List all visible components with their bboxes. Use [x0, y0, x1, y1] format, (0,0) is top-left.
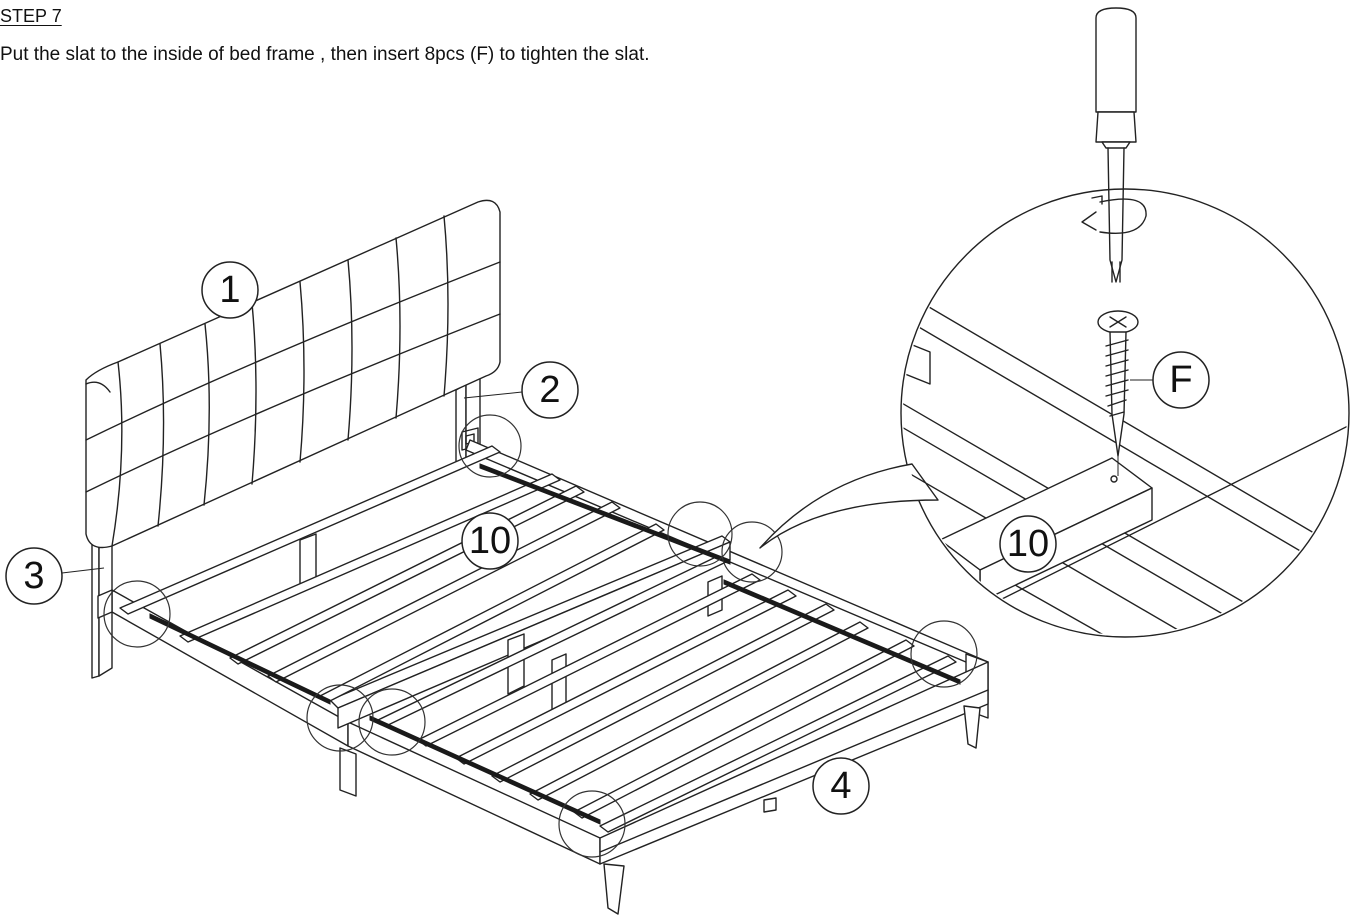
- callout-f: F: [1130, 351, 1210, 409]
- callout-4-text: 4: [830, 765, 851, 807]
- callout-f-text: F: [1169, 359, 1192, 401]
- callout-10-detail-text: 10: [1007, 523, 1049, 565]
- callout-3: 3: [5, 547, 105, 605]
- step-instruction: Put the slat to the inside of bed frame …: [0, 44, 650, 65]
- screwdriver-icon: [1095, 7, 1137, 283]
- detail-highlights: [103, 414, 978, 858]
- step-title: STEP 7: [0, 6, 62, 26]
- left-side-rail: [97, 589, 349, 747]
- foot-rail: [347, 661, 989, 865]
- rotate-arrow-icon: [1081, 195, 1147, 234]
- callout-2: 2: [463, 361, 579, 419]
- screw-icon: [1097, 310, 1139, 476]
- center-beam: [329, 535, 731, 729]
- headboard: [85, 199, 501, 679]
- callout-4: 4: [812, 757, 870, 815]
- callout-10-text: 10: [469, 520, 511, 562]
- callout-1-text: 1: [219, 269, 240, 311]
- callout-1: 1: [201, 261, 259, 319]
- callout-3-text: 3: [23, 555, 44, 597]
- callout-2-text: 2: [539, 369, 560, 411]
- callout-10-detail: 10: [999, 515, 1057, 573]
- zoom-detail: [759, 188, 1350, 638]
- callout-10: 10: [461, 512, 519, 570]
